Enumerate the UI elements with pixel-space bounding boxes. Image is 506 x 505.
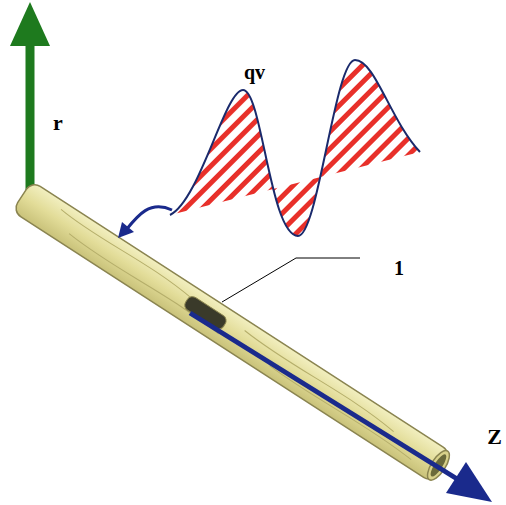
flux-label: qv bbox=[244, 62, 265, 82]
z-axis bbox=[190, 313, 492, 502]
r-axis bbox=[10, 2, 50, 192]
axis-label: Z bbox=[487, 426, 502, 448]
axis-label: r bbox=[53, 112, 63, 134]
heat-wave bbox=[118, 60, 420, 238]
callout-number: 1 bbox=[394, 258, 404, 278]
leader-line bbox=[222, 258, 360, 302]
